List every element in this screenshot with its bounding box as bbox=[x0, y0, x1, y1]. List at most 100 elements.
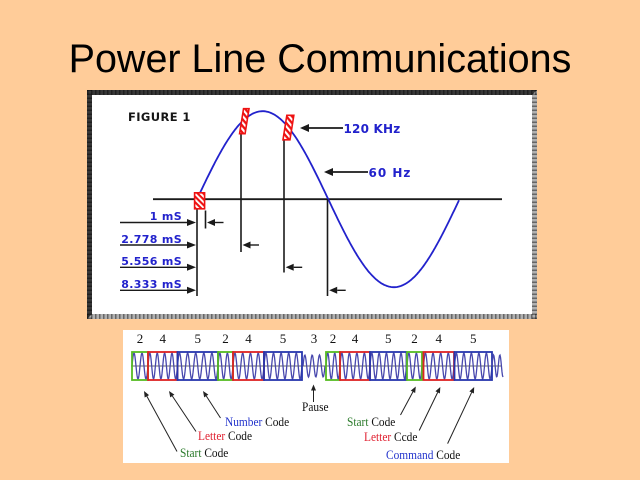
arrow-time-2-head bbox=[187, 263, 196, 271]
arrow-command-code bbox=[447, 387, 475, 444]
time-label-8-333-mS: 8.333 mS bbox=[121, 277, 182, 291]
number-code-label: Number Code bbox=[225, 414, 289, 430]
slide-title: Power Line Communications bbox=[68, 37, 572, 81]
start-code-left-label: Start Code bbox=[180, 445, 228, 461]
arrow-60hz-head bbox=[324, 168, 333, 176]
cycle-count-8: 4 bbox=[351, 330, 359, 346]
arrow-start-code-left-head bbox=[144, 391, 150, 398]
arrow-letter-code-right-line bbox=[418, 392, 439, 431]
arrow-letter-code-right bbox=[418, 387, 441, 431]
label-60hz: 60 Hz bbox=[368, 165, 412, 180]
letter-code-right-label-part-0: Letter bbox=[364, 428, 392, 444]
letter-code-left-label: Letter Code bbox=[198, 428, 252, 444]
letter-code-right-label: Letter Ccde bbox=[364, 429, 417, 445]
burst-wave-9-number bbox=[369, 351, 408, 381]
figure2-graphic bbox=[131, 351, 504, 452]
number-code-label-part-0: Number bbox=[225, 414, 263, 429]
cycle-count-11: 4 bbox=[435, 330, 443, 346]
arrow-start-code-right-line bbox=[400, 391, 414, 416]
arrow-60hz bbox=[324, 168, 368, 176]
burst-wave-8-letter bbox=[339, 351, 371, 381]
command-code-label-part-0: Command bbox=[385, 447, 434, 463]
arrow-dim-1-head bbox=[242, 241, 251, 249]
arrow-letter-code-left-line bbox=[171, 395, 197, 432]
arrow-dim-2 bbox=[285, 263, 303, 271]
arrow-time-0-head bbox=[187, 219, 196, 226]
cycle-count-4: 4 bbox=[245, 330, 252, 346]
arrow-command-code-line bbox=[447, 392, 473, 444]
cycle-count-2: 5 bbox=[194, 330, 202, 346]
command-code-label-part-1: Code bbox=[433, 447, 461, 463]
cycle-count-12: 5 bbox=[470, 330, 477, 346]
cycle-count-10: 2 bbox=[411, 330, 418, 346]
cycle-count-7: 2 bbox=[329, 330, 337, 346]
arrow-letter-code-left bbox=[169, 391, 197, 432]
arrow-letter-code-right-head bbox=[435, 387, 441, 394]
arrow-time-1 bbox=[120, 241, 196, 249]
burst-wave-2-number bbox=[176, 351, 219, 381]
arrow-time-2 bbox=[120, 263, 196, 271]
number-code-label-part-1: Code bbox=[262, 414, 290, 429]
burst-wave-11-letter bbox=[422, 351, 455, 381]
time-label-2-778-mS: 2.778 mS bbox=[121, 232, 182, 246]
label-120khz: 120 KHz bbox=[343, 121, 401, 136]
letter-code-left-label-part-1: Code bbox=[225, 427, 253, 443]
burst-wave-0-start bbox=[131, 351, 149, 381]
arrow-dim-1 bbox=[242, 241, 259, 249]
cycle-count-5: 5 bbox=[279, 330, 287, 346]
marker-zero-crossing bbox=[193, 192, 206, 210]
cycle-count-6: 3 bbox=[310, 330, 318, 346]
arrow-dim-0 bbox=[207, 219, 224, 226]
marker-burst-1 bbox=[238, 107, 250, 135]
letter-code-left-label-part-0: Letter bbox=[198, 427, 226, 443]
arrow-pause bbox=[311, 384, 316, 402]
arrow-start-code-left bbox=[144, 391, 178, 452]
arrow-120khz bbox=[300, 124, 343, 132]
frame-texture-right bbox=[532, 90, 537, 319]
cycle-count-9: 5 bbox=[385, 330, 392, 346]
figure1-graphic bbox=[120, 107, 502, 296]
code-box-10-start bbox=[406, 351, 423, 381]
arrow-letter-code-left-head bbox=[169, 391, 175, 398]
command-code-label: Command Code bbox=[386, 447, 460, 463]
burst-wave-12-number bbox=[453, 351, 493, 381]
arrow-command-code-head bbox=[469, 387, 475, 394]
figure2-panel bbox=[123, 330, 509, 463]
letter-code-right-label-part-1: Ccde bbox=[391, 428, 418, 444]
arrow-pause-head bbox=[311, 384, 316, 391]
time-label-1-mS: 1 mS bbox=[149, 210, 182, 223]
arrow-start-code-left-line bbox=[146, 396, 178, 452]
cycle-count-0: 2 bbox=[136, 330, 144, 346]
arrow-dim-2-head bbox=[285, 263, 294, 271]
arrow-start-code-right-head bbox=[410, 386, 416, 393]
figure1-caption: FIGURE 1 bbox=[128, 109, 191, 124]
frame-texture-bottom bbox=[87, 314, 537, 319]
burst-wave-3-start bbox=[217, 351, 234, 381]
burst-wave-4-letter bbox=[232, 351, 265, 381]
start-code-right-label-part-1: Code bbox=[368, 414, 395, 430]
start-code-left-label-part-0: Start bbox=[180, 445, 202, 461]
burst-wave-6-pause bbox=[302, 353, 326, 379]
figure1-panel bbox=[87, 90, 537, 319]
frame-texture-left bbox=[87, 90, 92, 319]
arrow-number-code-head bbox=[203, 391, 209, 398]
arrow-start-code-right bbox=[400, 386, 416, 416]
burst-wave-1-letter bbox=[147, 351, 179, 381]
start-code-right-label: Start Code bbox=[347, 414, 395, 430]
arrow-time-3 bbox=[120, 286, 196, 294]
time-label-5-556-mS: 5.556 mS bbox=[121, 254, 182, 268]
arrow-dim-0-head bbox=[207, 219, 215, 226]
trailing-wave bbox=[491, 353, 504, 378]
burst-wave-10-start bbox=[406, 351, 423, 381]
cycle-count-3: 2 bbox=[222, 330, 229, 346]
arrow-number-code bbox=[203, 391, 221, 419]
arrow-dim-3 bbox=[329, 286, 346, 294]
arrow-120khz-head bbox=[300, 124, 309, 132]
arrow-time-0 bbox=[120, 219, 196, 226]
pause-label: Pause bbox=[301, 399, 329, 414]
frame-texture-top bbox=[87, 90, 537, 95]
code-box-5-number bbox=[263, 351, 303, 381]
arrow-time-3-head bbox=[187, 286, 196, 294]
arrow-number-code-line bbox=[205, 395, 221, 419]
